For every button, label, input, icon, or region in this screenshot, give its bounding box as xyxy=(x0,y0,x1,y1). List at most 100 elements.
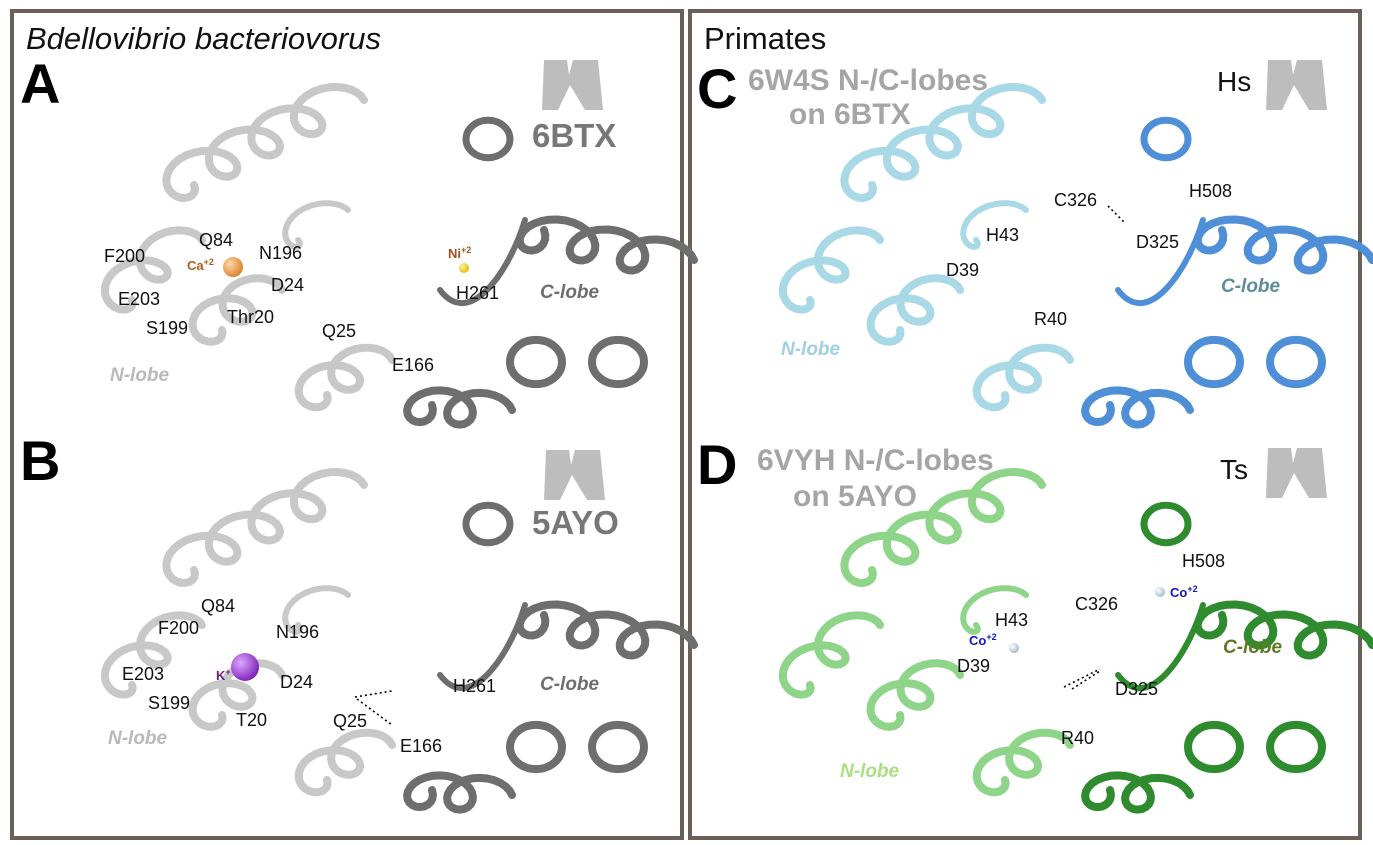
helix-ribbon xyxy=(506,335,567,389)
panel-a-residue-e166: E166 xyxy=(392,355,434,375)
helix-ribbon xyxy=(462,116,514,162)
helix-ribbon xyxy=(100,226,206,314)
group-title-right: Primates xyxy=(704,21,826,56)
panel-a-residue-n196: N196 xyxy=(259,243,302,263)
panel-a-nickel-label: Ni+2 xyxy=(448,245,471,261)
panel-b-arrow-icon xyxy=(544,450,605,500)
panel-a-residue-h261: H261 xyxy=(456,283,499,303)
helix-ribbon xyxy=(840,468,1046,587)
helix-ribbon xyxy=(960,585,1029,635)
helix-ribbon xyxy=(162,468,368,587)
panel-d-residue-h43: H43 xyxy=(995,610,1028,630)
panel-d-title-line2: on 5AYO xyxy=(793,480,917,513)
panel-b-potassium-label: K+ xyxy=(216,667,231,683)
panel-d: D 6VYH N-/C-lobes on 5AYO Ts Co+2 Co+2 H… xyxy=(697,433,1373,814)
panel-d-cobalt-ion-2 xyxy=(1009,643,1019,653)
panel-c-arrow-icon xyxy=(1266,60,1327,110)
panel-c: C 6W4S N-/C-lobes on 6BTX Hs C326 H508 H… xyxy=(697,57,1373,429)
loop-ribbon xyxy=(1115,602,1206,692)
panel-a-residue-d24: D24 xyxy=(271,275,304,295)
helix-ribbon xyxy=(462,501,514,547)
panel-b-residue-t20: T20 xyxy=(236,710,267,730)
panel-c-residue-d39: D39 xyxy=(946,260,979,280)
frame-left xyxy=(10,9,684,840)
panel-c-species: Hs xyxy=(1217,66,1251,97)
panel-a-nickel-ion xyxy=(459,263,469,273)
panel-d-clobe-helices xyxy=(1081,501,1373,814)
panel-a-residue-s199: S199 xyxy=(146,318,188,338)
panel-b-potassium-ion xyxy=(231,653,259,681)
panel-a-arrow-icon xyxy=(542,60,603,110)
helix-ribbon xyxy=(1266,335,1327,389)
helix-ribbon xyxy=(972,728,1074,797)
panel-c-hbond-line xyxy=(1107,205,1125,223)
helix-ribbon xyxy=(588,720,649,774)
panel-a-residue-q84: Q84 xyxy=(199,230,233,250)
panel-d-cobalt-label-2: Co+2 xyxy=(969,632,997,648)
helix-ribbon xyxy=(960,200,1029,250)
panel-d-residue-c326: C326 xyxy=(1075,594,1118,614)
panel-b-residue-q25: Q25 xyxy=(333,711,367,731)
helix-ribbon xyxy=(515,215,698,275)
panel-d-species: Ts xyxy=(1220,454,1248,485)
helix-ribbon xyxy=(403,771,516,814)
panel-a-pdb: 6BTX xyxy=(532,117,616,154)
helix-ribbon xyxy=(282,585,351,635)
helix-ribbon xyxy=(1184,335,1245,389)
panel-a-n-lobe-label: N-lobe xyxy=(110,365,170,386)
panel-a-calcium-label: Ca+2 xyxy=(187,257,214,273)
helix-ribbon xyxy=(294,343,396,412)
helix-ribbon xyxy=(188,274,286,346)
helix-ribbon xyxy=(403,386,516,429)
panel-a-residue-thr20: Thr20 xyxy=(227,307,274,327)
panel-b-residue-d24: D24 xyxy=(280,672,313,692)
panel-d-residue-h508: H508 xyxy=(1182,551,1225,571)
panel-b-pdb: 5AYO xyxy=(532,504,619,541)
helix-ribbon xyxy=(294,728,396,797)
panel-b-residue-f200: F200 xyxy=(158,618,199,638)
panel-a-residue-f200: F200 xyxy=(104,246,145,266)
panel-b-nlobe-helices xyxy=(100,468,396,797)
helix-ribbon xyxy=(506,720,567,774)
loop-ribbon xyxy=(437,602,528,692)
panel-a-letter: A xyxy=(20,52,60,115)
helix-ribbon xyxy=(1184,720,1245,774)
helix-ribbon xyxy=(1081,386,1194,429)
helix-ribbon xyxy=(1266,720,1327,774)
panel-b-letter: B xyxy=(20,429,60,492)
panel-a-c-lobe-label: C-lobe xyxy=(540,282,600,303)
panel-b-residue-h261: H261 xyxy=(453,676,496,696)
panel-d-letter: D xyxy=(697,433,737,496)
helix-ribbon xyxy=(1081,771,1194,814)
panel-a-clobe-helices xyxy=(403,116,698,429)
panel-d-cobalt-label-1: Co+2 xyxy=(1170,584,1198,600)
panel-a-residue-e203: E203 xyxy=(118,289,160,309)
panel-b: B 5AYO K+ Q84 F200 N196 E203 D24 S199 T2… xyxy=(20,429,698,814)
helix-ribbon xyxy=(866,274,964,346)
panel-a-residue-q25: Q25 xyxy=(322,321,356,341)
panel-b-hbond-line xyxy=(354,690,393,726)
panel-b-clobe-helices xyxy=(403,501,698,814)
panel-c-title-line1: 6W4S N-/C-lobes xyxy=(748,64,988,97)
panel-b-residue-e166: E166 xyxy=(400,736,442,756)
panel-b-residue-e203: E203 xyxy=(122,664,164,684)
helix-ribbon xyxy=(972,343,1074,412)
helix-ribbon xyxy=(1193,215,1373,275)
helix-ribbon xyxy=(840,83,1046,202)
loop-ribbon xyxy=(437,217,528,307)
panel-c-residue-r40: R40 xyxy=(1034,309,1067,329)
panel-c-residue-d325: D325 xyxy=(1136,232,1179,252)
helix-ribbon xyxy=(778,611,884,699)
panel-b-n-lobe-label: N-lobe xyxy=(108,728,168,749)
panel-d-nlobe-helices xyxy=(778,468,1074,797)
panel-d-n-lobe-label: N-lobe xyxy=(840,761,900,782)
panel-d-title-line1: 6VYH N-/C-lobes xyxy=(757,444,994,477)
group-title-left: Bdellovibrio bacteriovorus xyxy=(26,21,381,56)
panel-b-residue-s199: S199 xyxy=(148,693,190,713)
panel-d-c-lobe-label: C-lobe xyxy=(1223,637,1283,658)
helix-ribbon xyxy=(866,659,964,731)
helix-ribbon xyxy=(778,226,884,314)
loop-ribbon xyxy=(1115,217,1206,307)
panel-b-residue-n196: N196 xyxy=(276,622,319,642)
